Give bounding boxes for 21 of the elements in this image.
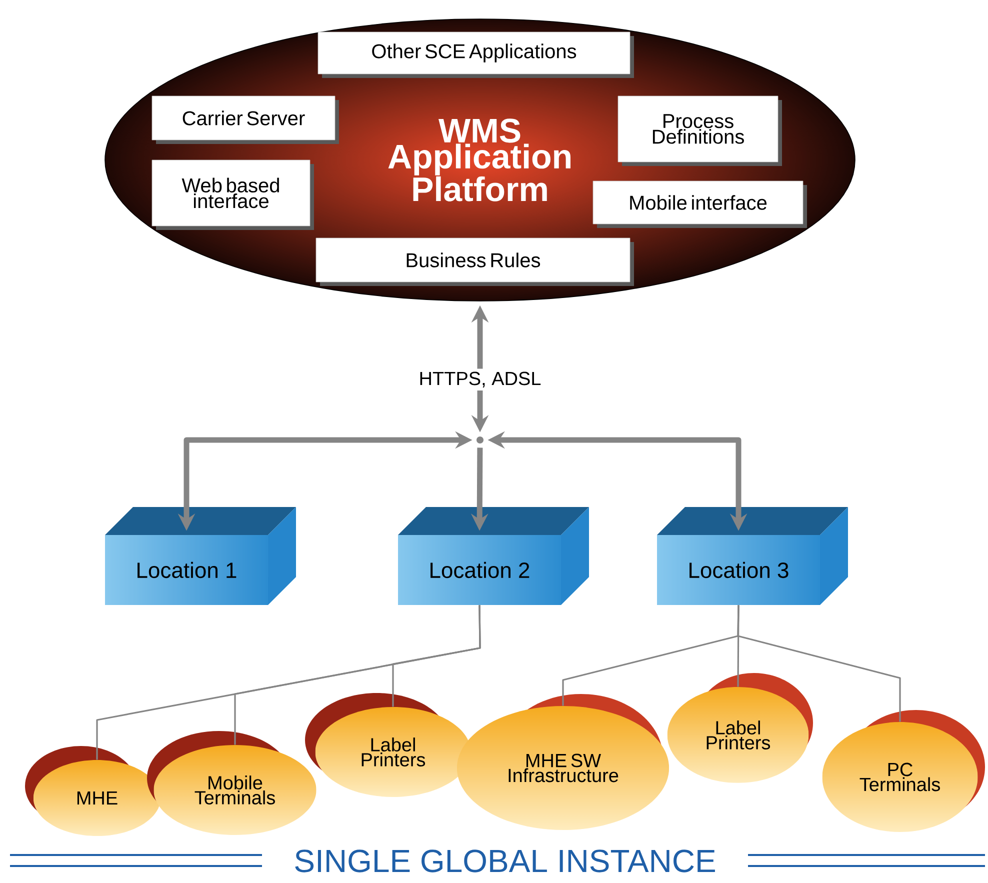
oval-disc: Mobile Terminals [147,731,316,835]
oval-disc: Label Printers [667,673,813,783]
component-box: Other SCE Applications [318,32,634,78]
location-block: Location 3 [657,507,848,605]
connector-line [737,605,901,722]
edge-label: HTTPS, ADSL [416,368,544,390]
oval-disc: PC Terminals [822,710,985,832]
location-block: Location 1 [105,507,296,605]
oval-disc: Label Printers [305,693,471,797]
junction-point [476,436,484,444]
component-box: Business Rules [316,238,634,286]
location-block: Location 2 [398,507,589,605]
component-box: Web based interface [152,160,314,230]
caption: SINGLE GLOBAL INSTANCE [295,850,715,872]
component-box: Carrier Server [152,96,339,144]
component-box: Mobile interface [592,180,807,228]
connector-line [392,605,481,707]
connector-line [737,605,740,687]
oval-disc: MHE [25,746,161,836]
component-box: Process Definitions [618,96,782,166]
oval-disc: MHE SW Infrastructure [456,694,670,830]
